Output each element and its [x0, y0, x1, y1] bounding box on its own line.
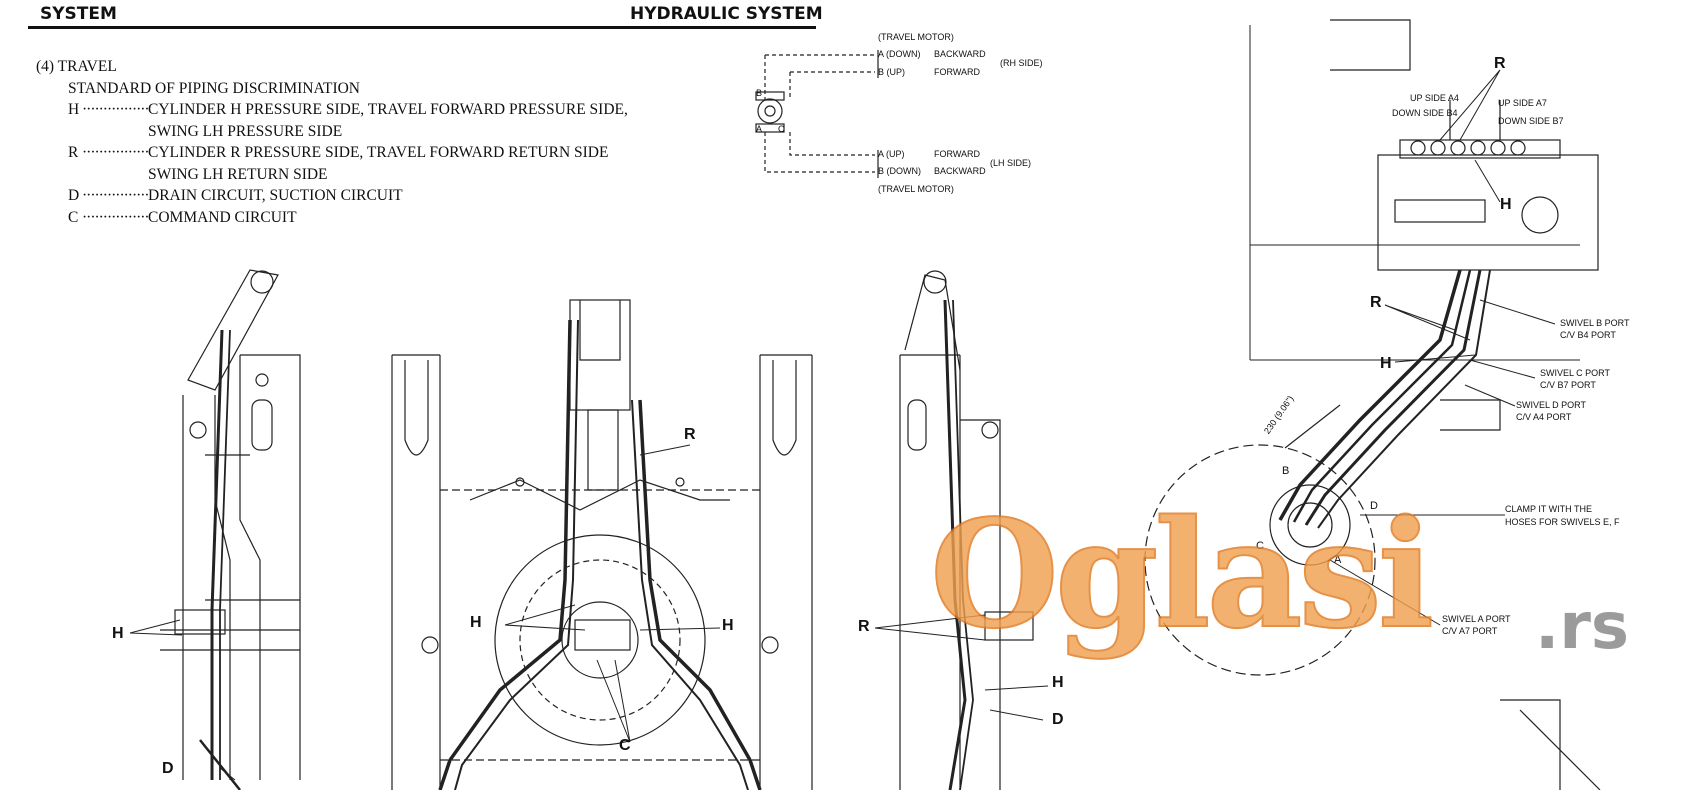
callout-h-right-top: H [1500, 196, 1512, 213]
label-port-b-right: B [1282, 465, 1290, 477]
callout-h-right: H [1380, 355, 1392, 372]
legend-text: DRAIN CIRCUIT, SUCTION CIRCUIT [148, 187, 403, 204]
schematic-port-b: B [756, 88, 763, 98]
schematic-b-down: B (DOWN) [878, 166, 921, 176]
schematic-a-down: A (DOWN) [878, 49, 921, 59]
schematic-lh-side: (LH SIDE) [990, 158, 1032, 168]
schematic-forward-rh: FORWARD [934, 67, 980, 77]
schematic-backward-lh: BACKWARD [934, 166, 986, 176]
label-clamp-line1: CLAMP IT WITH THE [1505, 504, 1593, 514]
legend-key-c: C [68, 208, 79, 226]
legend-item-h: H·························CYLINDER H PRE… [36, 99, 628, 142]
travel-motor-schematic [755, 50, 879, 178]
label-port-c-right: C [1256, 540, 1264, 552]
label-clamp-line2: HOSES FOR SWIVELS E, F [1505, 517, 1620, 527]
watermark-logo: Oglasi [929, 487, 1435, 661]
label-port-a-right: A [1334, 554, 1342, 566]
schematic-bottom-motor: (TRAVEL MOTOR) [878, 184, 954, 194]
legend-leader: ························· [82, 101, 148, 118]
legend-key-d: D [68, 187, 80, 204]
legend-key-h: H [68, 101, 80, 118]
callout-h-left: H [112, 625, 124, 642]
schematic-b-up: B (UP) [878, 67, 905, 77]
legend-item-r: R·························CYLINDER R PRE… [36, 142, 628, 185]
schematic-rh-side: (RH SIDE) [1000, 58, 1043, 68]
header-left-title: SYSTEM [40, 4, 117, 24]
label-up-side-a4: UP SIDE A4 [1410, 93, 1459, 103]
header-right-title: HYDRAULIC SYSTEM [630, 4, 823, 24]
legend-key-r: R [68, 144, 79, 161]
legend-text: CYLINDER H PRESSURE SIDE, TRAVEL FORWARD… [148, 101, 628, 118]
callout-r-right-mid: R [858, 618, 870, 635]
legend-item-c: C·························COMMAND CIRCUI… [36, 207, 628, 229]
schematic-a-up: A (UP) [878, 149, 905, 159]
schematic-port-c: C [778, 124, 785, 134]
legend-section: (4) TRAVEL [36, 58, 117, 75]
right-side-view [899, 270, 1034, 790]
callout-h-center-right: H [722, 617, 734, 634]
callout-r-right: R [1370, 294, 1382, 311]
legend-title: STANDARD OF PIPING DISCRIMINATION [68, 79, 360, 97]
left-side-view [160, 269, 301, 790]
label-swivel-a-port: SWIVEL A PORT [1442, 614, 1511, 624]
legend-leader: ························· [82, 187, 148, 204]
legend-leader: ························· [82, 144, 148, 161]
callout-r-right-top: R [1494, 55, 1506, 72]
schematic-top-motor: (TRAVEL MOTOR) [878, 32, 954, 42]
label-down-side-b7: DOWN SIDE B7 [1498, 116, 1564, 126]
label-swivel-c-port: SWIVEL C PORT [1540, 368, 1611, 378]
label-cv-a7-port: C/V A7 PORT [1442, 626, 1498, 636]
label-port-d-right: D [1370, 500, 1378, 512]
center-top-view [391, 299, 813, 790]
label-swivel-d-port: SWIVEL D PORT [1516, 400, 1587, 410]
legend-text: CYLINDER R PRESSURE SIDE, TRAVEL FORWARD… [148, 144, 609, 161]
label-cv-b4-port: C/V B4 PORT [1560, 330, 1616, 340]
schematic-forward-lh: FORWARD [934, 149, 980, 159]
callout-d-left: D [162, 760, 174, 777]
callout-h-center-left: H [470, 614, 482, 631]
header-rule [28, 26, 816, 29]
label-up-side-a7: UP SIDE A7 [1498, 98, 1547, 108]
label-swivel-b-port: SWIVEL B PORT [1560, 318, 1630, 328]
callout-leaders [129, 69, 1556, 781]
legend-text-cont: SWING LH PRESSURE SIDE [148, 122, 343, 140]
label-cv-b7-port: C/V B7 PORT [1540, 380, 1596, 390]
schematic-port-a: A [756, 124, 763, 134]
legend-text: COMMAND CIRCUIT [148, 208, 297, 226]
legend-item-d: D·························DRAIN CIRCUIT,… [36, 185, 628, 207]
swivel-routing-view [1144, 19, 1601, 790]
callout-h-right-mid: H [1052, 674, 1064, 691]
piping-legend: (4) TRAVEL STANDARD OF PIPING DISCRIMINA… [36, 56, 628, 228]
label-cv-a4-port: C/V A4 PORT [1516, 412, 1572, 422]
legend-text-cont: SWING LH RETURN SIDE [148, 165, 328, 183]
callout-c-center: C [619, 737, 631, 754]
legend-leader: ························· [82, 208, 148, 226]
callout-r-center: R [684, 426, 696, 443]
watermark-suffix: .rs [1535, 590, 1629, 664]
callout-d-right-mid: D [1052, 711, 1064, 728]
label-down-side-b4: DOWN SIDE B4 [1392, 108, 1458, 118]
schematic-backward-rh: BACKWARD [934, 49, 986, 59]
